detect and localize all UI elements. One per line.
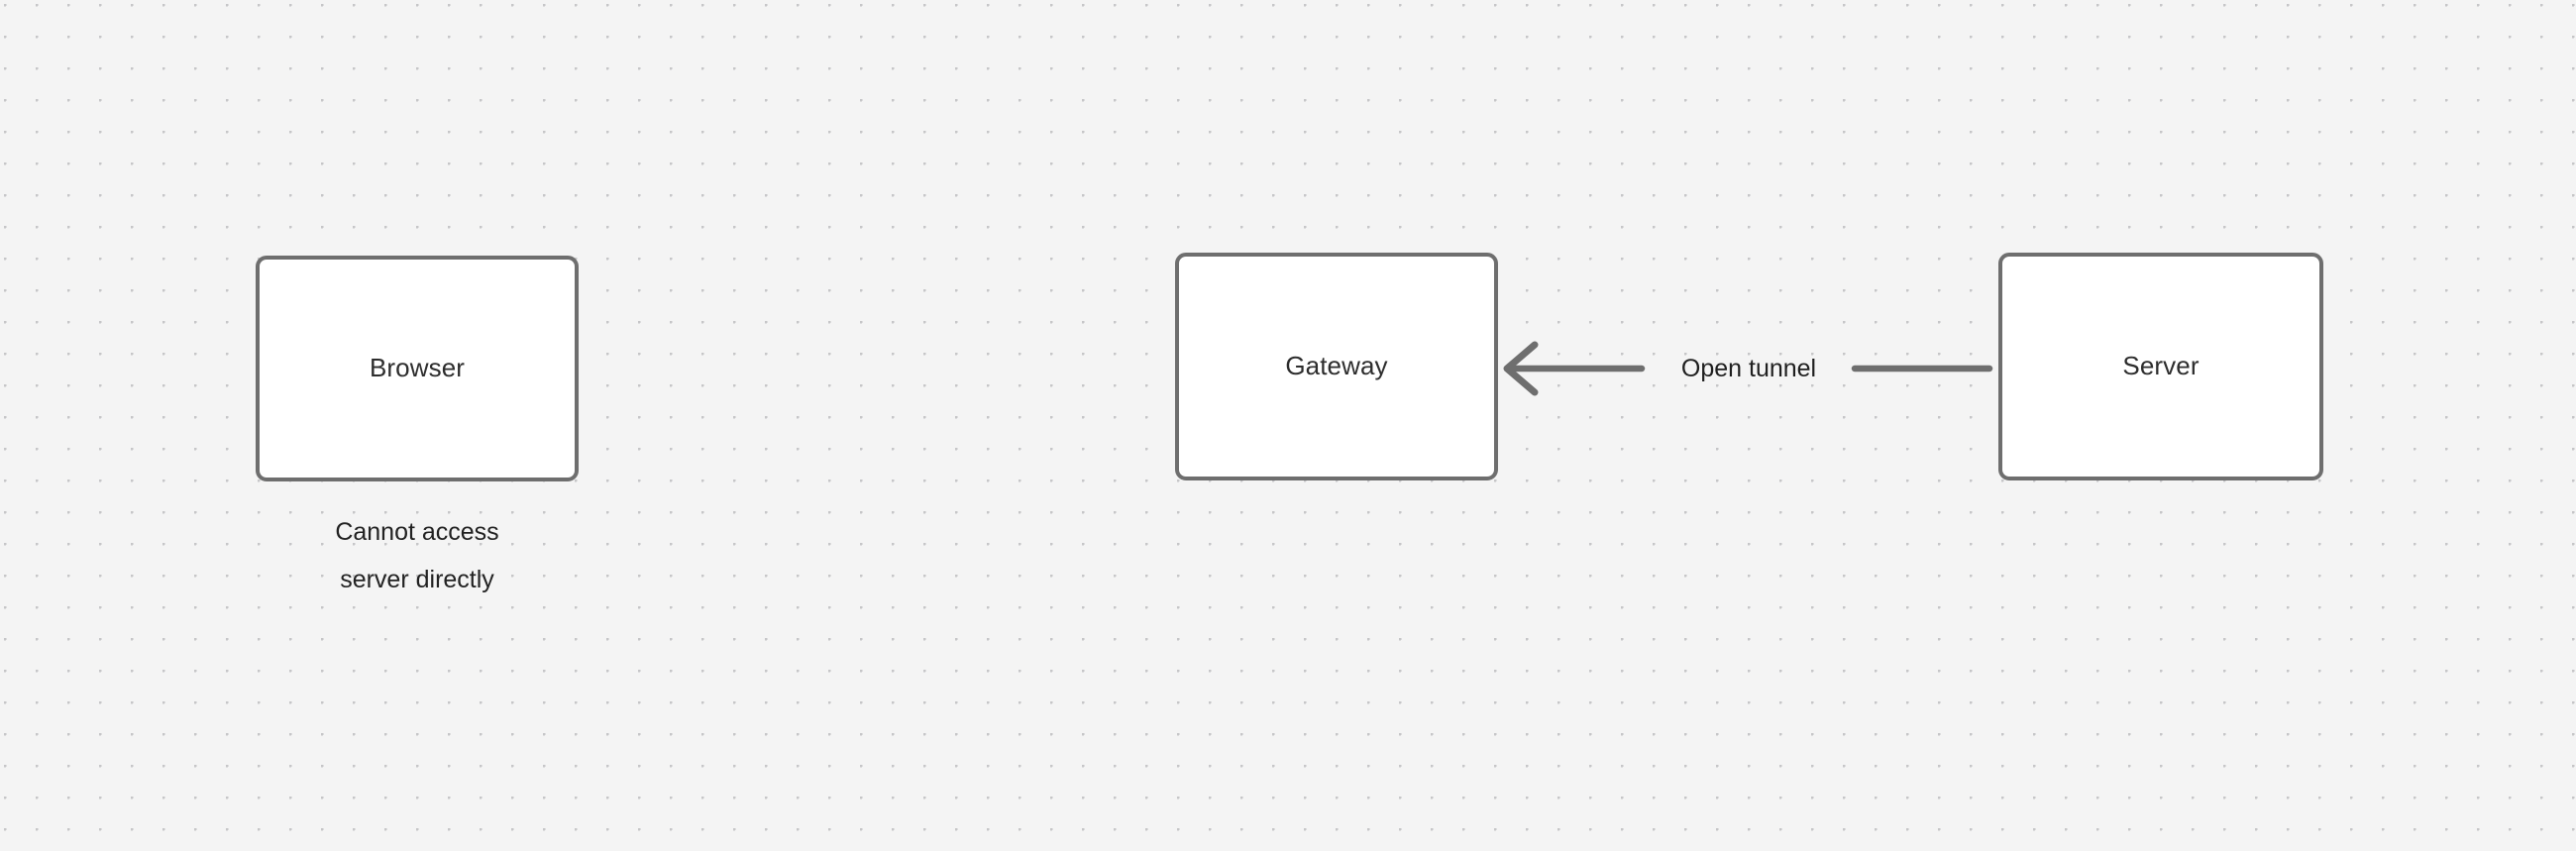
node-server[interactable]: Server [1998,253,2323,480]
node-browser[interactable]: Browser [256,256,579,481]
node-browser-label: Browser [369,353,466,383]
node-server-label: Server [2122,351,2200,381]
node-browser-caption: Cannot access server directly [256,508,579,603]
edge-label-open-tunnel: Open tunnel [1644,347,1854,390]
node-gateway[interactable]: Gateway [1175,253,1498,480]
node-browser-caption-line-1: Cannot access [335,518,499,546]
edge-label-open-tunnel-text: Open tunnel [1680,354,1817,382]
node-gateway-label: Gateway [1285,351,1388,381]
arrow-head-icon [1503,341,1539,396]
node-browser-caption-line-2: server directly [340,566,494,593]
